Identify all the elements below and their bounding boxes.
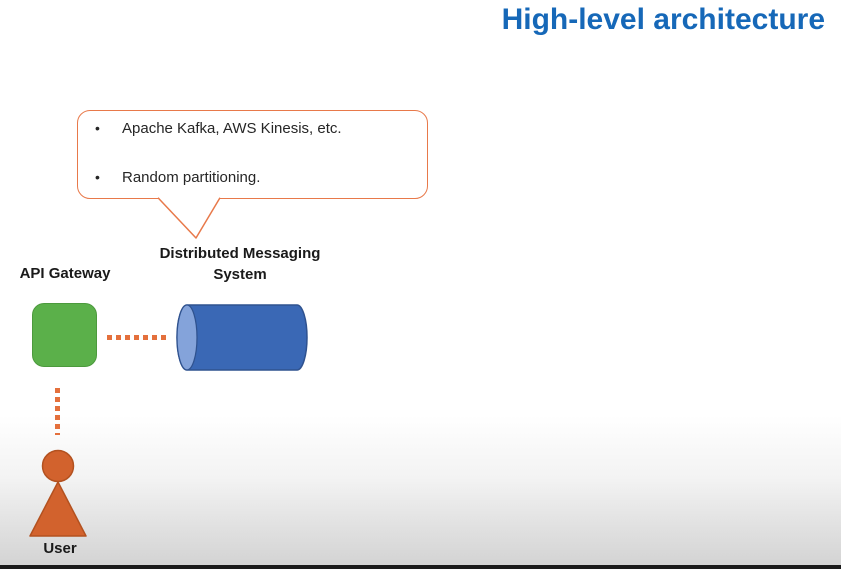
api-gateway-label: API Gateway [19,265,111,282]
api-gateway-shape [32,303,97,367]
page-title: High-level architecture [501,3,825,36]
callout-bullet-1-text: Apache Kafka, AWS Kinesis, etc. [122,120,342,137]
user-label: User [43,540,77,557]
messaging-system-label: Distributed Messaging System [159,245,321,283]
bullet-icon: • [95,120,100,136]
callout-bullet-2: • Random partitioning. [95,169,260,186]
callout-bubble-tail [157,197,221,239]
user-icon [29,449,87,537]
user-to-gateway-connector [55,388,60,435]
callout-bullet-1: • Apache Kafka, AWS Kinesis, etc. [95,120,342,137]
bottom-progress-bar [0,565,841,569]
messaging-cylinder-shape [176,304,308,371]
callout-bullet-2-text: Random partitioning. [122,169,261,186]
callout-bubble [77,110,428,199]
gateway-to-messaging-connector [107,335,167,340]
bullet-icon: • [95,169,100,185]
